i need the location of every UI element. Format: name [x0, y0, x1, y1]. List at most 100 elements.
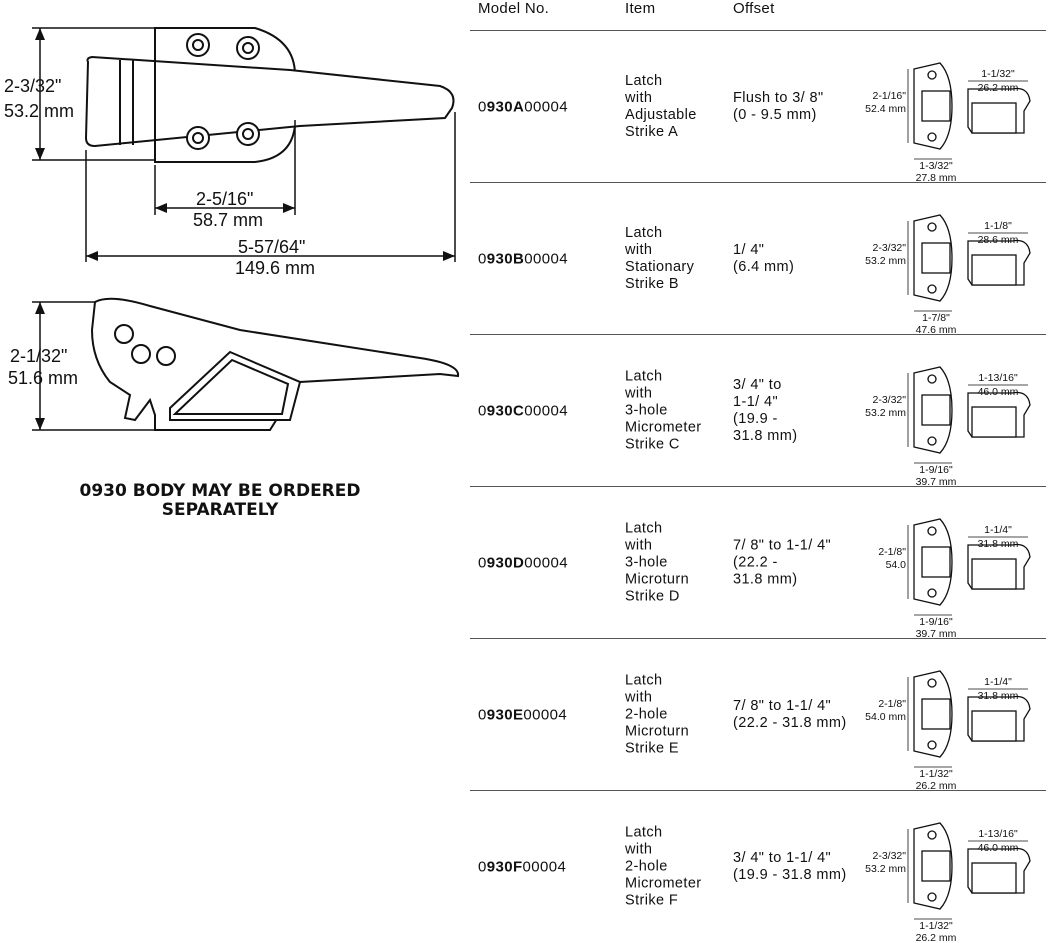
strike-dimension-label: 27.8 mm: [916, 172, 957, 183]
offset-line: 31.8 mm): [733, 571, 798, 588]
header-model-no: Model No.: [478, 0, 550, 17]
strike-dimension-label: 39.7 mm: [916, 628, 957, 639]
offset-line: (0 - 9.5 mm): [733, 107, 817, 123]
item-line: 3-hole: [625, 402, 668, 419]
offset-value: Flush to 3/ 8"(0 - 9.5 mm): [733, 90, 824, 124]
body-order-note-line1: 0930 BODY MAY BE ORDERED: [79, 481, 361, 501]
model-number: 0930A00004: [478, 98, 568, 116]
item-line: 3-hole: [625, 554, 668, 571]
item-line: Adjustable: [625, 107, 697, 123]
item-line: Micrometer: [625, 875, 702, 892]
offset-line: (6.4 mm): [733, 259, 795, 275]
strike-dimension-label: 2-1/16": [873, 90, 907, 102]
overall-length-mm: 149.6 mm: [235, 258, 316, 278]
item-line: with: [625, 537, 653, 554]
item-line: 2-hole: [625, 858, 668, 875]
item-line: Micrometer: [625, 419, 702, 436]
strike-dimension-label: 1-1/32": [981, 68, 1015, 80]
mount-width-inches: 2-5/16": [196, 189, 254, 209]
pivot-hole: [131, 344, 151, 364]
strike-dimension-label: 1-13/16": [978, 372, 1018, 384]
strike-drawing: 2-1/8"54.0 mm1-1/4"31.8 mm1-1/32"26.2 mm: [865, 670, 1031, 791]
top-height-inches: 2-3/32": [4, 76, 62, 96]
strike-dimension-label: 26.2 mm: [916, 932, 957, 943]
header-item: Item: [625, 0, 656, 17]
strike-dimension-label: 2-1/8": [878, 698, 906, 710]
strike-dimension-label: 46.0 mm: [978, 386, 1019, 398]
strike-dimension-label: 2-1/8": [878, 546, 906, 558]
model-number: 0930D00004: [478, 554, 568, 572]
item-line: 2-hole: [625, 706, 668, 723]
item-line: Latch: [625, 672, 663, 689]
offset-value: 7/ 8" to 1-1/ 4"(22.2 -31.8 mm): [733, 538, 831, 589]
item-line: Strike B: [625, 276, 679, 292]
offset-value: 3/ 4" to 1-1/ 4"(19.9 - 31.8 mm): [733, 850, 847, 884]
pivot-hole: [114, 324, 134, 344]
strike-dimension-label: 31.8 mm: [978, 690, 1019, 702]
strike-dimension-label: 1-9/16": [919, 616, 953, 628]
offset-value: 1/ 4"(6.4 mm): [733, 242, 794, 276]
item-line: with: [625, 385, 653, 402]
strike-dimension-label: 2-3/32": [873, 394, 907, 406]
strike-dimension-label: 39.7 mm: [916, 476, 957, 487]
item-line: with: [625, 90, 653, 106]
model-number: 0930B00004: [478, 250, 568, 268]
offset-line: (19.9 - 31.8 mm): [733, 867, 847, 883]
strike-dimension-label: 54.0: [886, 559, 907, 571]
item-line: Latch: [625, 225, 663, 241]
offset-line: 3/ 4" to: [733, 377, 782, 393]
item-line: Strike F: [625, 892, 679, 909]
side-height-mm: 51.6 mm: [8, 368, 79, 388]
item-line: with: [625, 242, 653, 258]
latch-top-view-drawing: [32, 27, 456, 262]
pivot-hole: [156, 346, 176, 366]
strike-drawing: 2-3/32"53.2 mm1-1/8"28.6 mm1-7/8"47.6 mm: [865, 214, 1031, 335]
item-line: Strike D: [625, 588, 680, 605]
offset-line: 3/ 4" to 1-1/ 4": [733, 850, 832, 866]
strike-dimension-label: 1-1/4": [984, 524, 1012, 536]
model-number: 0930F00004: [478, 858, 567, 876]
header-offset: Offset: [733, 0, 775, 17]
offset-line: (22.2 - 31.8 mm): [733, 715, 847, 731]
strike-dimension-label: 47.6 mm: [916, 324, 957, 335]
offset-line: (22.2 -: [733, 554, 778, 571]
overall-length-inches: 5-57/64": [238, 237, 306, 257]
offset-value: 7/ 8" to 1-1/ 4"(22.2 - 31.8 mm): [733, 698, 847, 732]
strike-dimension-label: 28.6 mm: [978, 234, 1019, 246]
strike-dimension-label: 1-1/32": [919, 768, 953, 780]
offset-line: 1/ 4": [733, 242, 765, 258]
offset-line: Flush to 3/ 8": [733, 90, 824, 106]
strike-dimension-label: 1-7/8": [922, 312, 950, 324]
latch-side-view-drawing: [32, 297, 460, 431]
strike-dimension-label: 1-1/32": [919, 920, 953, 932]
item-line: Latch: [625, 520, 663, 537]
item-line: Stationary: [625, 259, 695, 275]
strike-dimension-label: 53.2 mm: [865, 407, 906, 419]
item-line: Strike E: [625, 740, 679, 757]
strike-dimension-label: 1-1/4": [984, 676, 1012, 688]
strike-dimension-label: 1-1/8": [984, 220, 1012, 232]
strike-drawing: 2-1/8"54.01-1/4"31.8 mm1-9/16"39.7 mm: [878, 518, 1031, 639]
item-line: Latch: [625, 73, 663, 89]
strike-dimension-label: 53.2 mm: [865, 863, 906, 875]
side-height-inches: 2-1/32": [10, 346, 68, 366]
offset-line: 31.8 mm): [733, 428, 798, 444]
item-line: with: [625, 689, 653, 706]
item-line: Strike C: [625, 436, 680, 453]
strike-dimension-label: 46.0 mm: [978, 842, 1019, 854]
offset-line: (19.9 -: [733, 411, 778, 427]
strike-dimension-label: 26.2 mm: [978, 82, 1019, 94]
strike-dimension-label: 1-3/32": [919, 160, 953, 172]
item-line: with: [625, 841, 653, 858]
strike-dimension-label: 1-13/16": [978, 828, 1018, 840]
